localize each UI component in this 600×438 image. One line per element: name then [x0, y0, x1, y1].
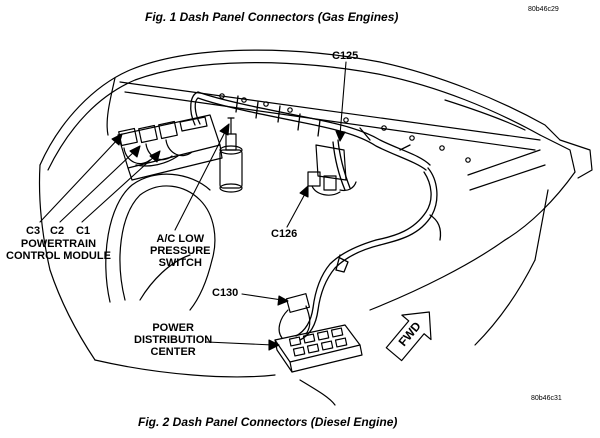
label-c1: C1	[76, 225, 91, 237]
c130-connector-drawing	[278, 293, 311, 339]
forward-arrow-icon	[385, 311, 432, 362]
pdc-label-line-1: POWER	[152, 322, 194, 334]
ac-label-line-2: PRESSURE	[150, 245, 211, 257]
c125-c126-connectors-drawing	[307, 144, 357, 196]
powertrain-control-module-drawing	[117, 114, 223, 181]
ac-label-line-1: A/C LOW	[156, 233, 205, 245]
pdc-label-line-2: DISTRIBUTION	[134, 334, 213, 346]
dash-panel-outline	[38, 49, 593, 406]
pcm-label-line-1: POWERTRAIN	[20, 238, 97, 250]
figure-2-title: Fig. 2 Dash Panel Connectors (Diesel Eng…	[138, 415, 398, 429]
cowl-fasteners	[219, 93, 471, 163]
label-c126: C126	[271, 228, 298, 240]
figure-1-code: 80b46c29	[528, 6, 559, 13]
ac-label-line-3: SWITCH	[158, 257, 202, 269]
label-c2: C2	[50, 225, 65, 237]
pdc-label-line-3: CENTER	[150, 346, 196, 358]
leader-lines	[39, 61, 347, 351]
figure-2-code: 80b46c31	[531, 395, 562, 402]
label-c125: C125	[332, 50, 359, 62]
wiring-harness	[190, 91, 442, 341]
label-powertrain-control-module: POWERTRAIN CONTROL MODULE	[6, 238, 111, 262]
ac-low-pressure-switch-drawing	[219, 117, 243, 193]
label-ac-low-pressure-switch: A/C LOW PRESSURE SWITCH	[150, 233, 211, 269]
power-distribution-center-drawing	[274, 324, 363, 373]
label-c130: C130	[212, 287, 239, 299]
label-power-distribution-center: POWER DISTRIBUTION CENTER	[134, 322, 212, 358]
strut-tower-lines	[105, 173, 216, 311]
pcm-label-line-2: CONTROL MODULE	[6, 250, 111, 262]
label-c3: C3	[26, 225, 41, 237]
figure-1-title: Fig. 1 Dash Panel Connectors (Gas Engine…	[145, 10, 399, 24]
